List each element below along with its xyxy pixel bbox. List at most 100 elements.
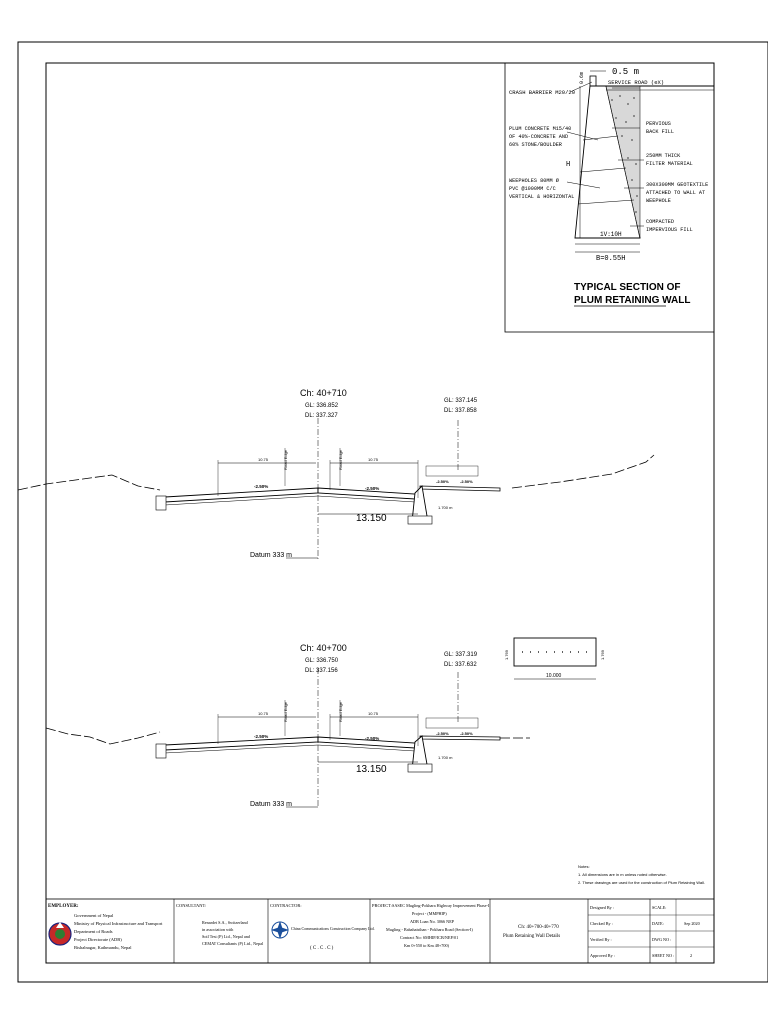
svg-text:BACK FILL: BACK FILL [646, 129, 674, 135]
section-title-line1: TYPICAL SECTION OF [574, 282, 681, 293]
gl-right-text: GL: 337.145 [444, 398, 478, 404]
consultant-line-2: in association with [202, 927, 234, 932]
road-edge-text-right: Road Edge [338, 701, 343, 722]
left-drain [155, 743, 167, 759]
consultant-label: CONSULTANT: [176, 903, 206, 908]
crash-barrier [589, 75, 597, 87]
employer-line-2: Ministry of Physical Infrastructure and … [74, 921, 163, 926]
slope-right-text: -2.50% [365, 736, 379, 741]
slope-left-text: -2.50% [254, 484, 268, 489]
svg-text:300X300MM GEOTEXTILE: 300X300MM GEOTEXTILE [646, 182, 708, 188]
datum-text: Datum 333 m [250, 801, 292, 808]
contractor-abbr: ( C . C . C ) [310, 946, 334, 951]
contractor-name: China Communications Construction Compan… [291, 926, 375, 931]
chainage-text: Ch: 40+700 [300, 643, 347, 653]
svg-text:WEEPHOLES 80MM Ø: WEEPHOLES 80MM Ø [509, 177, 559, 184]
slope-sr2-text: -2.50% [460, 731, 473, 736]
road-edge-text-left: Road Edge [283, 449, 288, 470]
slope-right-text: -2.50% [365, 486, 379, 491]
ground-line-right [511, 454, 655, 489]
dwg-label: DWG NO : [652, 937, 671, 942]
date-label: DATE: [652, 921, 664, 926]
svg-text:IMPERVIOUS FILL: IMPERVIOUS FILL [646, 227, 693, 233]
employer-label: EMPLOYER: [48, 904, 79, 909]
dim-top-right-text: 10.75 [368, 711, 379, 716]
designed-by: Designed By : [590, 905, 614, 910]
dim-top-left-text: 10.75 [258, 457, 269, 462]
sheet-label: SHEET NO : [652, 953, 674, 958]
height-label: H [566, 161, 570, 169]
road-edge-text-right: Road Edge [338, 449, 343, 470]
notes-line-2: 2. These drawings are used for the const… [578, 880, 705, 885]
cross-section-2: 10.75 10.75 Road Edge Road Edge -2.50% -… [45, 643, 530, 808]
notes-line-1: 1. All dimensions are in m unless noted … [578, 872, 667, 877]
svg-text:PLUM CONCRETE M15/40: PLUM CONCRETE M15/40 [509, 126, 571, 132]
subbase-left [164, 495, 319, 506]
svg-text:COMPACTED: COMPACTED [646, 219, 674, 225]
notes: Notes: 1. All dimensions are in m unless… [578, 864, 705, 885]
carriageway-left [164, 736, 319, 751]
slope-left-text: -2.50% [254, 734, 268, 739]
employer-line-3: Department of Roads [74, 929, 113, 934]
approved-by: Approved By : [590, 953, 615, 958]
slope-label: 1V:10H [600, 231, 622, 238]
dl-right-text: DL: 337.858 [444, 408, 477, 414]
dl-center-text: DL: 337.327 [305, 413, 338, 419]
service-road-deck [419, 485, 501, 492]
road-edge-text-left: Road Edge [283, 701, 288, 722]
drain-detail-height-left: 1.769 [504, 649, 509, 660]
leader-lines [566, 81, 644, 227]
weephole-pipes [577, 135, 635, 205]
typical-section-box [504, 62, 715, 333]
crash-barrier-label: CRASH BARRIER M20/20 [509, 89, 575, 96]
nepal-emblem-icon [48, 922, 72, 946]
dl-center-text: DL: 337.156 [305, 668, 338, 674]
slope-sr1-text: -2.50% [436, 479, 449, 484]
dl-right-text: DL: 337.632 [444, 662, 477, 668]
employer-line-4: Project Directorate (ADB) [74, 937, 122, 942]
slope-sr1-text: -2.50% [436, 731, 449, 736]
notes-heading: Notes: [578, 864, 590, 869]
checked-by: Checked By : [590, 921, 613, 926]
subbase-right [317, 495, 416, 503]
drawing-title-line-1: Ch: 40+700-40+770 [518, 925, 559, 930]
svg-text:250MM THICK: 250MM THICK [646, 153, 681, 159]
consultant-line-3: Soil Test (P) Ltd., Nepal and [202, 934, 251, 940]
project-line-1: SASEC Mugling-Pokhara Highway Improvemen… [392, 903, 490, 908]
wall-dim-text: 1.700 m [438, 755, 453, 760]
project-line-2: Project - (MMPHIP) [412, 911, 447, 916]
service-road-label: SERVICE ROAD (eX) [608, 79, 664, 86]
ground-line-left [45, 727, 161, 745]
width-dim-text: 13.150 [356, 764, 387, 775]
pervious-label: PERVIOUS BACK FILL [646, 121, 674, 135]
project-line-5: Contract No: SMHIP/ICB/NEP/01 [400, 935, 458, 940]
svg-text:PVC @1000MM C/C: PVC @1000MM C/C [509, 186, 556, 192]
subbase-right [317, 744, 416, 752]
chainage-text: Ch: 40+710 [300, 388, 347, 398]
gl-right-text: GL: 337.319 [444, 652, 478, 658]
side-dim-text: 0.6m [579, 72, 585, 84]
compacted-label: COMPACTED IMPERVIOUS FILL [646, 219, 693, 233]
contractor-label: CONTRACTOR: [270, 903, 302, 908]
plum-concrete-label: PLUM CONCRETE M15/40 OF 40%-CONCRETE AND… [509, 126, 571, 148]
wall-footing [407, 515, 433, 525]
svg-text:FILTER MATERIAL: FILTER MATERIAL [646, 161, 693, 167]
project-line-6: Km 0+550 to Km 48+700) [404, 943, 450, 948]
slope-sr2-text: -2.50% [460, 479, 473, 484]
svg-text:WEEPHOLE: WEEPHOLE [646, 198, 671, 204]
weepholes-label: WEEPHOLES 80MM Ø PVC @1000MM C/C VERTICA… [509, 177, 574, 200]
filter-label: 250MM THICK FILTER MATERIAL [646, 153, 693, 167]
svg-text:PERVIOUS: PERVIOUS [646, 121, 671, 127]
dim-top-right-text: 10.75 [368, 457, 379, 462]
verified-by: Verified By : [590, 937, 612, 942]
service-road-dim-box [425, 465, 479, 477]
consultant-line-1: Renardet S.A., Switzerland [202, 920, 249, 926]
drain-detail-rect [513, 637, 597, 667]
svg-text:VERTICAL & HORIZONTAL: VERTICAL & HORIZONTAL [509, 194, 574, 200]
cross-section-1: 10.75 10.75 Road Edge Road Edge -2.50% -… [17, 388, 655, 560]
sheet-value: 2 [690, 953, 692, 958]
subbase-left [164, 744, 319, 754]
drain-detail-height-right: 1.769 [600, 649, 605, 660]
section-title-line2: PLUM RETAINING WALL [574, 295, 690, 306]
